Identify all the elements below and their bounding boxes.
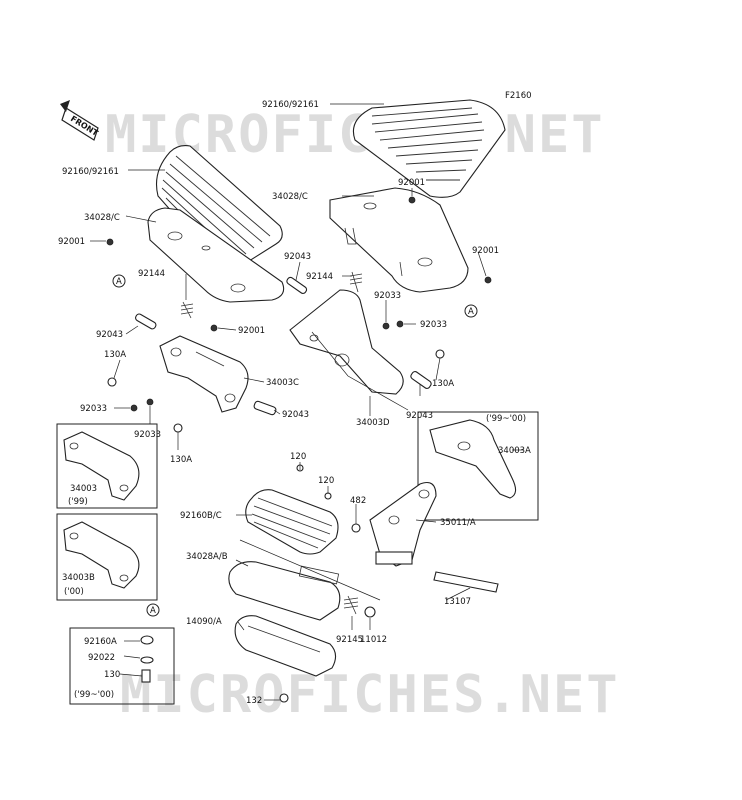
label-92001-left: 92001: [58, 237, 85, 247]
floorboard-mat-top-left: [155, 145, 283, 270]
watermark-bottom: MICROFICHES.NET: [120, 665, 620, 725]
label-34028c-left: 34028/C: [84, 213, 120, 223]
inset-box-34003b: [56, 513, 158, 601]
front-arrow-icon: FRONT: [60, 100, 100, 141]
label-130a-left-b: 130A: [170, 455, 192, 465]
bracket-34003c: [159, 335, 249, 413]
floorboard-plate-top-right: [329, 187, 469, 293]
label-92033-right-a: 92033: [374, 291, 401, 301]
mat-92160bc: [245, 489, 339, 555]
label-92043-right-b: 92043: [406, 411, 433, 421]
spring-92144-right: [349, 271, 363, 293]
label-34003: 34003: [70, 484, 97, 494]
label-92033-left-a: 92033: [80, 404, 107, 414]
label-130a-left: 130A: [104, 350, 126, 360]
label-35011a: 35011/A: [440, 518, 476, 528]
label-92144-left: 92144: [138, 269, 165, 279]
pin-13107: [433, 571, 499, 593]
bolt-92001-mid: [210, 324, 218, 332]
label-92160bc: 92160B/C: [180, 511, 222, 521]
label-120-a: 120: [290, 452, 306, 462]
bolt-130a-left: [107, 377, 117, 387]
bolt-130a-left-b: [173, 423, 183, 433]
bolt-130a-right: [435, 349, 445, 359]
pin-92043-left-b: [253, 400, 277, 416]
label-92160a: 92160A: [84, 637, 117, 647]
label-92043-left: 92043: [96, 330, 123, 340]
label-92160-92161-left: 92160/92161: [62, 167, 119, 177]
svg-text:A: A: [116, 277, 122, 287]
label-34028ab: 34028A/B: [186, 552, 228, 562]
label-92144-right: 92144: [306, 272, 333, 282]
svg-text:A: A: [468, 307, 474, 317]
nut-92033-left-a: [130, 404, 138, 412]
bolt-132: [279, 693, 289, 703]
spring-92145: [343, 595, 359, 615]
label-120-b: 120: [318, 476, 334, 486]
label-92033-right-b: 92033: [420, 320, 447, 330]
nut-92033-left-b: [146, 398, 154, 406]
inset-box-34003: [56, 423, 158, 509]
figure-code: F2160: [505, 91, 532, 101]
label-132: 132: [246, 696, 262, 706]
collar-11012: [364, 606, 376, 618]
label-92001-right: 92001: [472, 246, 499, 256]
inset-box-34003a: [417, 411, 539, 521]
pin-92043-right: [286, 276, 308, 294]
label-34003b: 34003B: [62, 573, 95, 583]
label-92160-92161-top: 92160/92161: [262, 100, 319, 110]
label-34003a: 34003A: [498, 446, 531, 456]
ref-circle-a-bottom: A: [146, 603, 160, 617]
label-92001-mid: 92001: [238, 326, 265, 336]
bolt-92001-right-top: [408, 196, 416, 204]
label-99-00-bottom: ('99~'00): [74, 690, 114, 700]
label-14090a: 14090/A: [186, 617, 222, 627]
plate-34028ab: [228, 561, 341, 621]
label-34003c: 34003C: [266, 378, 299, 388]
nut-92033-right-a: [382, 322, 390, 330]
tray-14090a: [234, 615, 337, 677]
bolt-92001-left: [106, 238, 114, 246]
label-92022: 92022: [88, 653, 115, 663]
label-92001-right-top: 92001: [398, 178, 425, 188]
label-34003d: 34003D: [356, 418, 390, 428]
label-99-00: ('99~'00): [486, 414, 526, 424]
bolt-92001-right: [484, 276, 492, 284]
label-11012: 11012: [360, 635, 387, 645]
pin-92043-right-b: [410, 371, 432, 389]
floorboard-mat-top-right: [352, 99, 506, 198]
floorboard-plate-top-left: [147, 207, 285, 303]
nut-92033-right-b: [396, 320, 404, 328]
label-130a-right: 130A: [432, 379, 454, 389]
pin-92043-left: [135, 313, 157, 330]
leader-lines: [90, 103, 524, 701]
label-482: 482: [350, 496, 366, 506]
label-92145: 92145: [336, 635, 363, 645]
label-130: 130: [104, 670, 120, 680]
label-99: ('99): [68, 497, 88, 507]
bracket-35011a: [369, 481, 437, 567]
svg-text:A: A: [150, 606, 156, 616]
label-00: ('00): [64, 587, 84, 597]
label-34028c-right: 34028/C: [272, 192, 308, 202]
nut-482: [351, 523, 361, 533]
label-92043-right-top: 92043: [284, 252, 311, 262]
ref-circle-a-right: A: [464, 304, 478, 318]
label-92043-left-b: 92043: [282, 410, 309, 420]
label-13107: 13107: [444, 597, 471, 607]
spring-92144-left: [180, 301, 194, 319]
ref-circle-a-left: A: [112, 274, 126, 288]
label-92033-left-b: 92033: [134, 430, 161, 440]
